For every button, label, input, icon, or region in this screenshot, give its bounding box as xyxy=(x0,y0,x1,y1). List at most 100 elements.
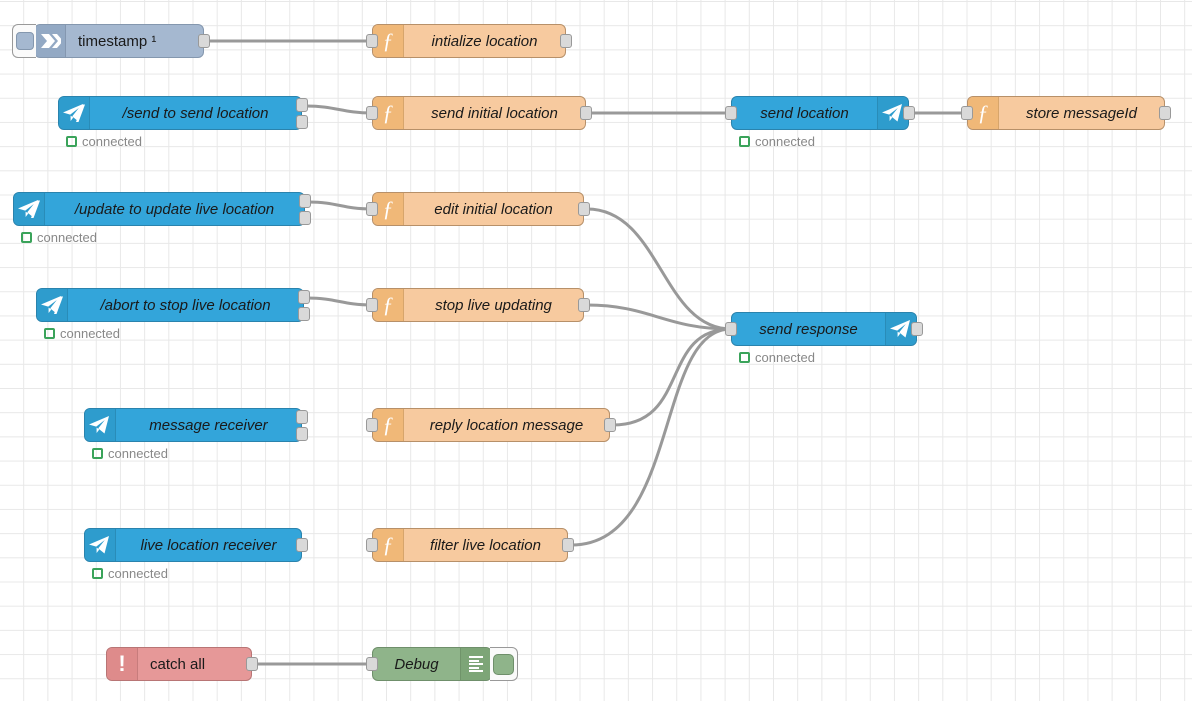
inject-knob-icon xyxy=(15,32,34,50)
output-port-1[interactable] xyxy=(580,106,592,120)
node-send-command[interactable]: /send to send location xyxy=(58,96,308,130)
wire-stop-live-updating-to-send-response[interactable] xyxy=(585,303,733,331)
node-label: message receiver xyxy=(149,416,268,434)
output-port-1[interactable] xyxy=(299,194,311,208)
output-port-1[interactable] xyxy=(296,538,308,552)
telegram-command-icon xyxy=(37,289,68,321)
node-send-initial-location[interactable]: ƒ send initial location xyxy=(366,96,592,130)
output-port-1[interactable] xyxy=(560,34,572,48)
node-message-receiver[interactable]: message receiver xyxy=(84,408,308,442)
wire-edit-initial-location-to-send-response[interactable] xyxy=(585,207,733,331)
input-port[interactable] xyxy=(366,298,378,312)
output-port-1[interactable] xyxy=(198,34,210,48)
telegram-plane-icon xyxy=(877,97,908,129)
node-send-response[interactable]: send response xyxy=(725,312,923,346)
telegram-command-icon xyxy=(59,97,90,129)
inject-arrow-icon xyxy=(35,25,66,57)
output-port-1[interactable] xyxy=(298,290,310,304)
debug-lines-icon xyxy=(460,648,491,680)
input-port[interactable] xyxy=(961,106,973,120)
node-status-abort-command: connected xyxy=(44,326,120,341)
status-ok-icon xyxy=(739,352,750,363)
function-f-icon: ƒ xyxy=(373,289,404,321)
node-live-location-receiver[interactable]: live location receiver xyxy=(84,528,308,562)
status-ok-icon xyxy=(66,136,77,147)
debug-toggle-knob-icon xyxy=(493,653,514,675)
node-label: /update to update live location xyxy=(74,200,275,218)
input-port[interactable] xyxy=(366,34,378,48)
node-label: filter live location xyxy=(430,536,541,554)
status-label: connected xyxy=(60,326,120,341)
status-label: connected xyxy=(755,350,815,365)
input-port[interactable] xyxy=(725,106,737,120)
node-label: intialize location xyxy=(431,32,538,50)
node-debug[interactable]: Debug xyxy=(366,647,518,681)
node-status-update-command: connected xyxy=(21,230,97,245)
node-timestamp[interactable]: timestamp ¹ xyxy=(12,24,210,58)
telegram-plane-icon xyxy=(885,313,916,345)
node-status-live-location-receiver: connected xyxy=(92,566,168,581)
node-catch-all[interactable]: ! catch all xyxy=(106,647,258,681)
status-ok-icon xyxy=(92,568,103,579)
output-port-1[interactable] xyxy=(578,298,590,312)
input-port[interactable] xyxy=(366,418,378,432)
node-label: Debug xyxy=(394,655,439,673)
node-intialize-location[interactable]: ƒ intialize location xyxy=(366,24,572,58)
output-port-1[interactable] xyxy=(578,202,590,216)
function-f-icon: ƒ xyxy=(373,97,404,129)
output-port-2[interactable] xyxy=(298,307,310,321)
output-port-2[interactable] xyxy=(299,211,311,225)
wire-abort-command-to-stop-live-updating[interactable] xyxy=(305,296,374,307)
input-port[interactable] xyxy=(366,106,378,120)
node-stop-live-updating[interactable]: ƒ stop live updating xyxy=(366,288,590,322)
status-label: connected xyxy=(108,446,168,461)
node-label: edit initial location xyxy=(434,200,553,218)
output-port-1[interactable] xyxy=(911,322,923,336)
input-port[interactable] xyxy=(725,322,737,336)
function-f-icon: ƒ xyxy=(373,25,404,57)
wire-send-command-to-send-initial-location[interactable] xyxy=(304,104,374,115)
alert-bang-icon: ! xyxy=(107,648,138,680)
status-label: connected xyxy=(82,134,142,149)
input-port[interactable] xyxy=(366,538,378,552)
node-label: catch all xyxy=(150,655,206,673)
output-port-2[interactable] xyxy=(296,115,308,129)
wire-reply-location-message-to-send-response[interactable] xyxy=(611,327,733,427)
node-status-message-receiver: connected xyxy=(92,446,168,461)
node-status-send-command: connected xyxy=(66,134,142,149)
node-status-send-location: connected xyxy=(739,134,815,149)
debug-toggle-button[interactable] xyxy=(490,647,518,681)
node-label: reply location message xyxy=(429,416,584,434)
status-ok-icon xyxy=(92,448,103,459)
wire-update-command-to-edit-initial-location[interactable] xyxy=(306,200,374,211)
output-port-1[interactable] xyxy=(604,418,616,432)
input-port[interactable] xyxy=(366,202,378,216)
output-port-2[interactable] xyxy=(296,427,308,441)
output-port-1[interactable] xyxy=(562,538,574,552)
status-ok-icon xyxy=(21,232,32,243)
node-update-command[interactable]: /update to update live location xyxy=(13,192,311,226)
node-label: /abort to stop live location xyxy=(100,296,271,314)
node-label: send location xyxy=(760,104,849,122)
telegram-plane-icon xyxy=(85,409,116,441)
node-send-location[interactable]: send location xyxy=(725,96,915,130)
node-label: send initial location xyxy=(431,104,558,122)
telegram-plane-icon xyxy=(85,529,116,561)
function-f-icon: ƒ xyxy=(968,97,999,129)
inject-trigger-button[interactable] xyxy=(12,24,36,58)
node-abort-command[interactable]: /abort to stop live location xyxy=(36,288,310,322)
output-port-1[interactable] xyxy=(296,98,308,112)
status-ok-icon xyxy=(44,328,55,339)
node-label: stop live updating xyxy=(435,296,552,314)
output-port-1[interactable] xyxy=(1159,106,1171,120)
output-port-1[interactable] xyxy=(246,657,258,671)
input-port[interactable] xyxy=(366,657,378,671)
node-label: /send to send location xyxy=(122,104,269,122)
output-port-1[interactable] xyxy=(903,106,915,120)
output-port-1[interactable] xyxy=(296,410,308,424)
